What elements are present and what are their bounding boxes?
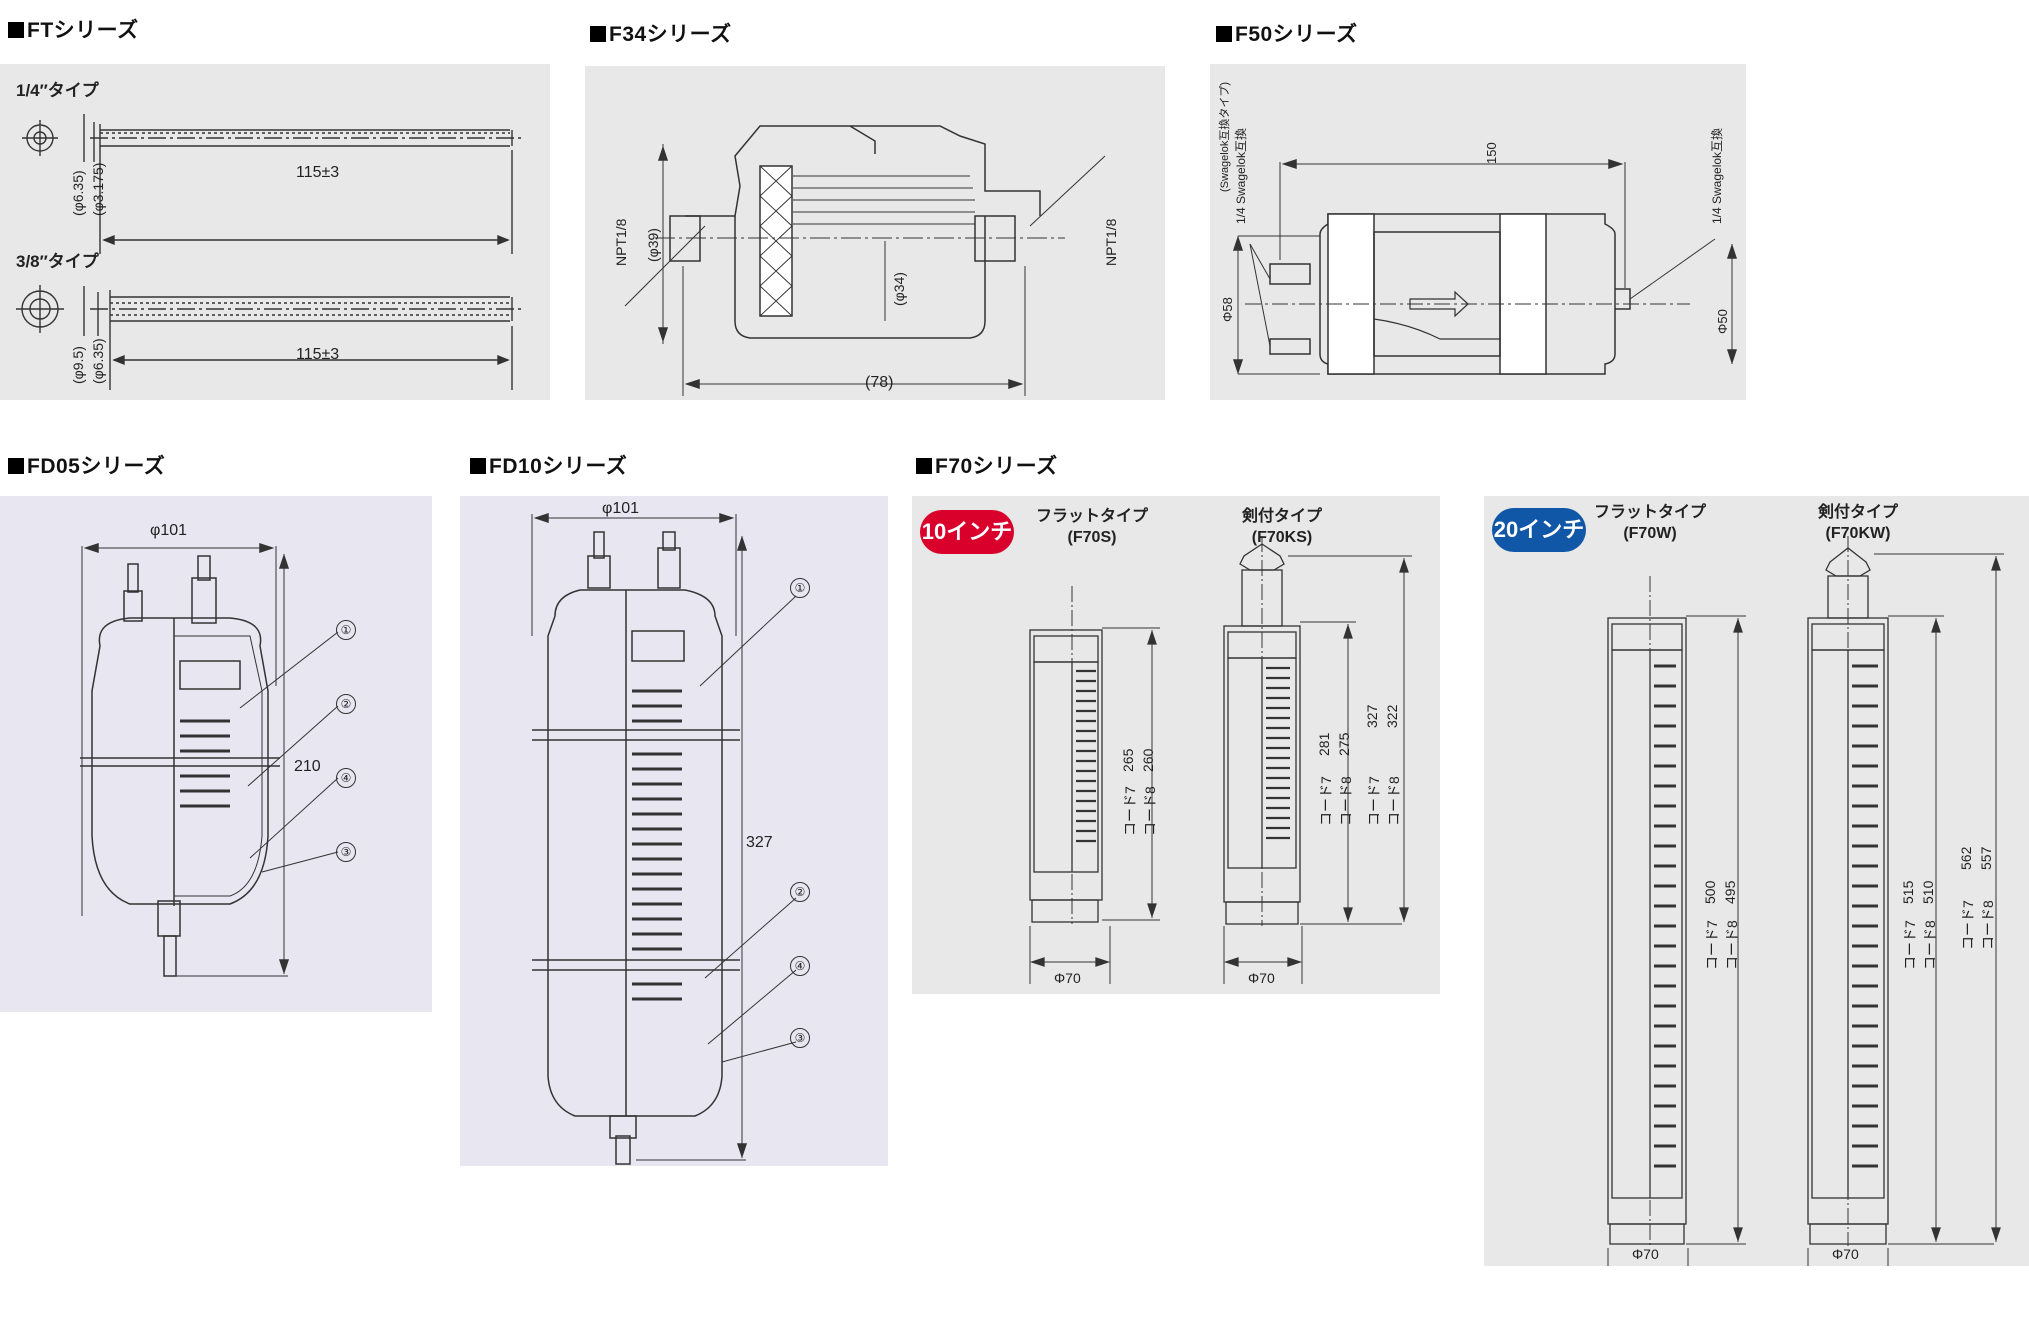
ft-drawing-panel: 1/4″タイプ (φ6.35) (φ3.175) 115±3 3/8″タイプ (…	[0, 64, 550, 400]
fd05-drawing-panel: φ101 210 ① ② ④ ③	[0, 496, 432, 1012]
f34-npt-inlet: NPT1/8	[613, 218, 629, 266]
f50-length: 150	[1484, 142, 1499, 164]
f34-drawing-panel: NPT1/8 (φ39) (φ34) NPT1/8 (78)	[585, 66, 1165, 400]
fd10-callout-3: ③	[790, 1028, 810, 1048]
f70kw-code8-height: 510	[1920, 880, 1936, 904]
f70w-diameter: Φ70	[1632, 1246, 1659, 1262]
f70s-code7-height: 265	[1120, 748, 1136, 772]
ft-1-4-diameter-inner: (φ3.175)	[90, 162, 106, 216]
ft-1-4-length: 115±3	[296, 164, 340, 181]
f34-filter-drawing	[624, 125, 1106, 396]
fd10-callout-4: ④	[790, 956, 810, 976]
f70w-code8-height: 495	[1722, 880, 1738, 904]
f70-10inch-panel: 10インチ フラットタイプ(F70S) 剣付タイプ(F70KS)	[912, 496, 1440, 994]
f70w-code8-label: コード8	[1724, 920, 1740, 970]
f70ks-code8-overall-height: 322	[1384, 704, 1400, 728]
fd05-height: 210	[294, 758, 321, 775]
f70ks-code7-overall-height: 327	[1364, 704, 1380, 728]
fd10-filter-drawing	[531, 512, 797, 1165]
f70ks-code7-label-overall: コード7	[1366, 776, 1382, 826]
f70-20inch-panel: 20インチ フラットタイプ(F70W) 剣付タイプ(F70KW)	[1484, 496, 2029, 1266]
f50-end-diameter: Φ50	[1715, 309, 1730, 334]
f70ks-code8-label-overall: コード8	[1386, 776, 1402, 826]
f34-length: (78)	[865, 374, 894, 391]
f50-swagelok-type-label: (Swagelok互換タイプ)	[1219, 81, 1231, 192]
fd05-callout-2: ②	[336, 694, 356, 714]
fd10-callout-1: ①	[790, 578, 810, 598]
f70s-code8-height: 260	[1140, 748, 1156, 772]
f70s-type-header: フラットタイプ(F70S)	[1035, 508, 1148, 546]
ft-3-8-diameter-inner: (φ6.35)	[90, 338, 106, 384]
f70-series-title: F70シリーズ	[916, 450, 1058, 480]
ft-3-8-diameter-outer: (φ9.5)	[70, 346, 86, 384]
fd05-diameter: φ101	[150, 522, 188, 539]
f50-filter-drawing	[1232, 158, 1738, 375]
f70ks-type-header: 剣付タイプ(F70KS)	[1241, 508, 1322, 546]
ft-3-8-length: 115±3	[296, 346, 340, 363]
fd10-diameter: φ101	[602, 500, 640, 517]
f34-series-title: F34シリーズ	[590, 18, 732, 48]
f70w-code7-height: 500	[1702, 880, 1718, 904]
f70-10inch-drawing	[1029, 536, 1412, 984]
fd05-filter-drawing	[80, 542, 339, 977]
f50-inlet-label: 1/4 Swagelok互換	[1234, 127, 1248, 224]
f70kw-type-header: 剣付タイプ(F70KW)	[1817, 504, 1898, 542]
f70-10inch-badge: 10インチ	[920, 510, 1014, 554]
f50-series-title: F50シリーズ	[1216, 18, 1358, 48]
fd10-series-title: FD10シリーズ	[470, 450, 627, 480]
square-bullet-icon	[916, 458, 932, 474]
f70w-type-header: フラットタイプ(F70W)	[1593, 504, 1706, 542]
ft-1-4-type-label: 1/4″タイプ	[16, 81, 99, 100]
ft-series-title: FTシリーズ	[8, 14, 139, 44]
f70s-code7-label: コード7	[1122, 786, 1138, 836]
f70kw-code7-height: 515	[1900, 880, 1916, 904]
fd10-callout-2: ②	[790, 882, 810, 902]
f50-body-diameter: Φ58	[1220, 297, 1235, 322]
f34-outer-diameter: (φ39)	[645, 228, 661, 262]
square-bullet-icon	[470, 458, 486, 474]
f70kw-code7-label: コード7	[1902, 920, 1918, 970]
f70ks-code8-height: 275	[1336, 732, 1352, 756]
ft-tube-drawing	[16, 114, 525, 390]
fd05-series-title: FD05シリーズ	[8, 450, 165, 480]
square-bullet-icon	[8, 22, 24, 38]
f70kw-code7-overall-height: 562	[1958, 846, 1974, 870]
f50-outlet-label: 1/4 Swagelok互換	[1710, 127, 1724, 224]
fd05-callout-3: ③	[336, 842, 356, 862]
square-bullet-icon	[1216, 26, 1232, 42]
f70s-diameter: Φ70	[1054, 970, 1081, 986]
fd10-height: 327	[746, 834, 773, 851]
f70kw-diameter: Φ70	[1832, 1246, 1859, 1262]
f70kw-code8-label-overall: コード8	[1980, 900, 1996, 950]
f50-drawing-panel: (Swagelok互換タイプ) 1/4 Swagelok互換 1/4 Swage…	[1210, 64, 1746, 400]
f70-20inch-drawing	[1607, 536, 2004, 1266]
f34-npt-outlet: NPT1/8	[1103, 218, 1119, 266]
f70kw-code7-label-overall: コード7	[1960, 900, 1976, 950]
square-bullet-icon	[590, 26, 606, 42]
fd05-callout-4: ④	[336, 768, 356, 788]
f70s-code8-label: コード8	[1142, 786, 1158, 836]
f70ks-diameter: Φ70	[1248, 970, 1275, 986]
f70ks-code7-label: コード7	[1318, 776, 1334, 826]
ft-1-4-diameter-outer: (φ6.35)	[70, 170, 86, 216]
square-bullet-icon	[8, 458, 24, 474]
ft-3-8-type-label: 3/8″タイプ	[16, 252, 99, 271]
f34-inner-diameter: (φ34)	[891, 272, 907, 306]
f70w-code7-label: コード7	[1704, 920, 1720, 970]
f70kw-code8-label: コード8	[1922, 920, 1938, 970]
f70kw-code8-overall-height: 557	[1978, 846, 1994, 870]
f70ks-code7-height: 281	[1316, 732, 1332, 756]
fd05-callout-1: ①	[336, 620, 356, 640]
fd10-drawing-panel: φ101 327 ① ② ④ ③	[460, 496, 888, 1166]
f70-20inch-badge: 20インチ	[1492, 508, 1586, 552]
f70ks-code8-label: コード8	[1338, 776, 1354, 826]
